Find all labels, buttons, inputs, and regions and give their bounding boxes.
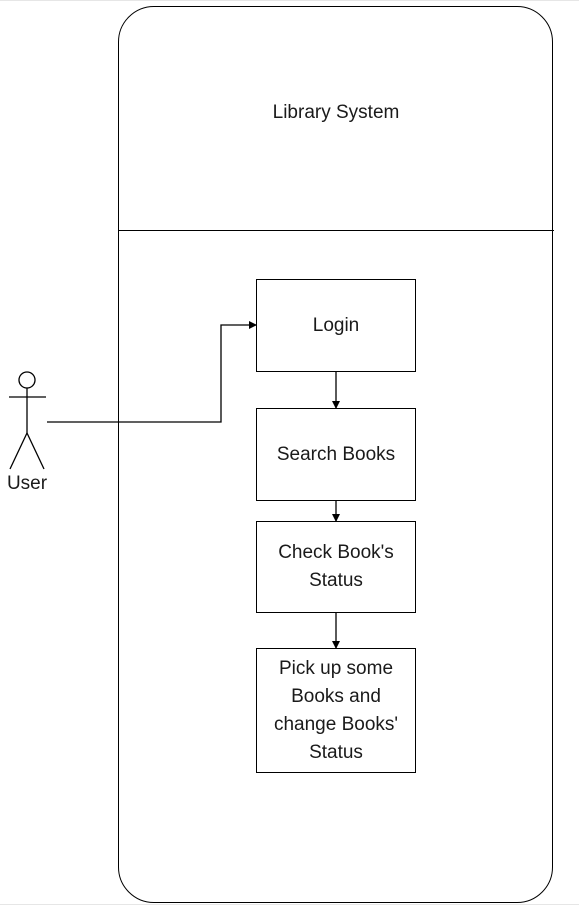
- user-actor-icon[interactable]: [9, 371, 46, 470]
- top-border: [0, 0, 579, 1]
- actor-left-leg: [9, 432, 28, 470]
- system-title: Library System: [272, 102, 400, 123]
- step-login[interactable]: Login: [256, 279, 416, 372]
- step-check-status[interactable]: Check Book's Status: [256, 521, 416, 613]
- step-search-books[interactable]: Search Books: [256, 408, 416, 501]
- step-check-status-label: Check Book's Status: [278, 542, 394, 591]
- actor-right-leg: [26, 432, 45, 470]
- step-pick-up-books-label: Pick up some Books and change Books' Sta…: [273, 657, 399, 763]
- bottom-border: [0, 904, 579, 905]
- actor-head: [18, 371, 36, 389]
- step-search-books-label: Search Books: [276, 443, 396, 465]
- step-login-label: Login: [312, 314, 360, 336]
- connector-user-to-login: [47, 321, 257, 423]
- actor-label: User: [6, 473, 48, 494]
- system-boundary: [118, 6, 553, 903]
- step-pick-up-books[interactable]: Pick up some Books and change Books' Sta…: [256, 648, 416, 773]
- system-divider: [118, 230, 554, 231]
